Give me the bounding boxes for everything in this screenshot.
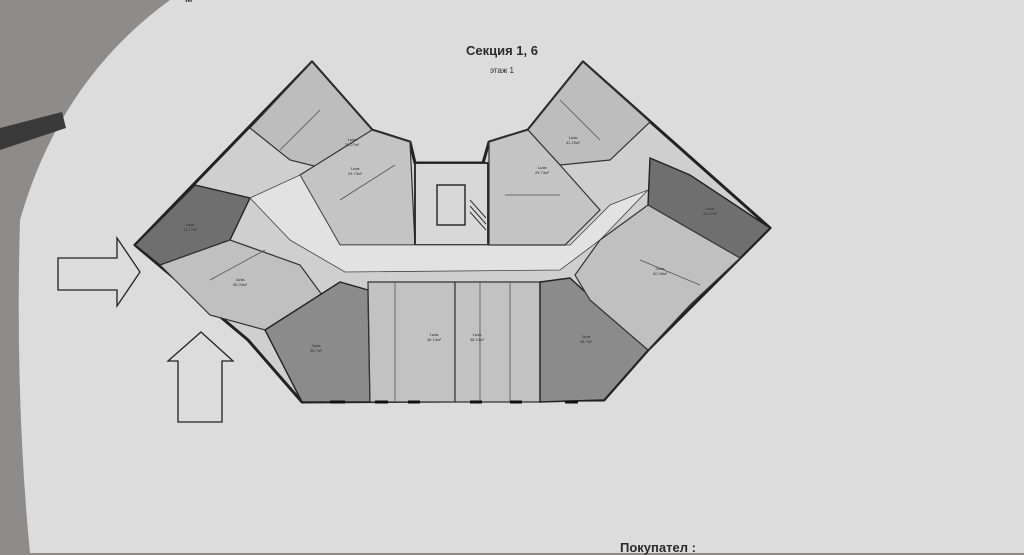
floor-subtitle: этаж 1	[490, 66, 514, 75]
stair-well	[436, 184, 466, 226]
pen	[0, 112, 66, 150]
unit-8	[539, 277, 649, 403]
unit-3	[133, 184, 252, 266]
top-text-fragment: м	[185, 0, 192, 5]
entrance-arrow-left	[57, 235, 141, 309]
section-title: Секция 1, 6	[466, 43, 538, 58]
entrance-arrow-bottom	[166, 331, 235, 423]
stair-core	[414, 162, 489, 246]
buyer-label: Покупател :	[620, 540, 696, 555]
interior-walls	[209, 99, 701, 402]
unit-10	[488, 129, 601, 246]
unit-7	[454, 281, 541, 403]
unit-12	[574, 204, 741, 351]
unit-6	[367, 281, 456, 403]
